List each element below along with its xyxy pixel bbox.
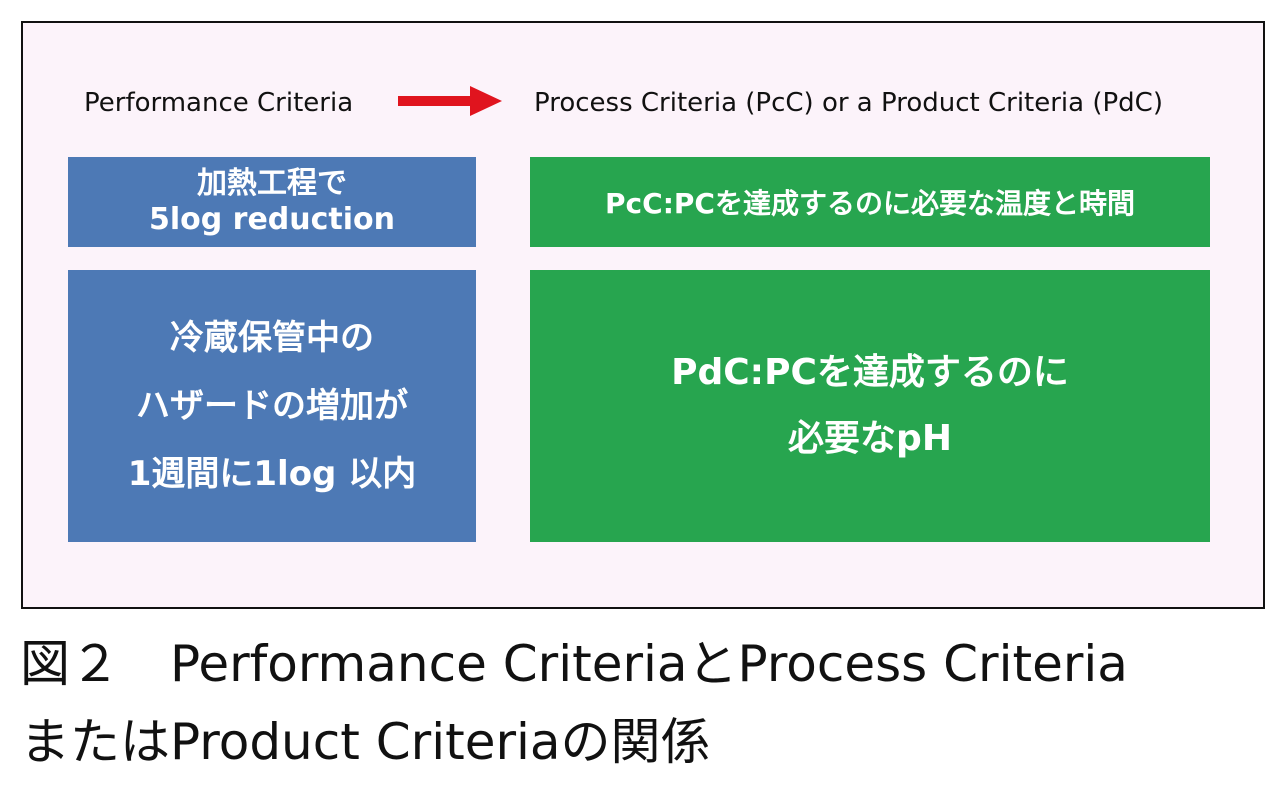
box-cold-storage-line2: ハザードの増加が	[135, 386, 408, 426]
header-process-product-criteria: Process Criteria (PcC) or a Product Crit…	[534, 88, 1163, 118]
box-cold-storage-line1: 冷蔵保管中の	[169, 318, 374, 358]
box-pdc-line1: PdC:PCを達成するのに	[671, 352, 1069, 393]
box-heating-step-line2: 5log reduction	[148, 202, 396, 237]
box-cold-storage-line3: 1週間に1log 以内	[127, 454, 417, 494]
arrow-icon	[398, 86, 502, 116]
header-performance-criteria: Performance Criteria	[84, 88, 354, 118]
figure-caption-line2: またはProduct Criteriaの関係	[20, 713, 711, 771]
box-pdc-line2: 必要なpH	[788, 418, 952, 459]
box-pdc: PdC:PCを達成するのに 必要なpH	[530, 270, 1210, 542]
box-pcc-text: PcC:PCを達成するのに必要な温度と時間	[605, 187, 1135, 220]
box-heating-step-line1: 加熱工程で	[196, 166, 347, 201]
box-heating-step: 加熱工程で 5log reduction	[68, 157, 476, 247]
box-pcc: PcC:PCを達成するのに必要な温度と時間	[530, 157, 1210, 247]
figure-caption-line1: 図２ Performance CriteriaとProcess Criteria	[20, 635, 1128, 693]
box-cold-storage: 冷蔵保管中の ハザードの増加が 1週間に1log 以内	[68, 270, 476, 542]
